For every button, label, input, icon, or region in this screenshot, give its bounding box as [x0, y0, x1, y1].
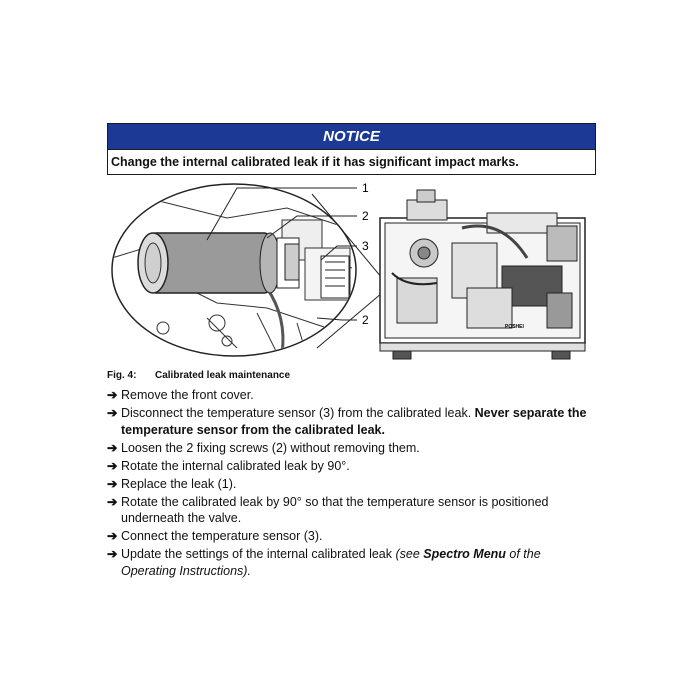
step-item: ➔ Update the settings of the internal ca…	[107, 546, 599, 579]
detail-view	[111, 183, 357, 357]
step-item: ➔ Rotate the calibrated leak by 90° so t…	[107, 494, 599, 527]
arrow-icon: ➔	[107, 494, 118, 509]
notice-title: NOTICE	[108, 124, 595, 150]
step-item: ➔ Remove the front cover.	[107, 387, 599, 404]
step-text: Disconnect the temperature sensor (3) fr…	[121, 406, 587, 437]
callout-2: 2	[362, 209, 369, 223]
step-item: ➔ Loosen the 2 fixing screws (2) without…	[107, 440, 599, 457]
zoom-line-bottom	[316, 292, 383, 349]
arrow-icon: ➔	[107, 476, 118, 491]
notice-message: Change the internal calibrated leak if i…	[111, 155, 519, 169]
callout-1: 1	[362, 181, 369, 195]
device-view	[379, 189, 586, 360]
instruction-steps: ➔ Remove the front cover. ➔ Disconnect t…	[107, 387, 599, 581]
step-text: Update the settings of the internal cali…	[121, 547, 541, 578]
step-text: Loosen the 2 fixing screws (2) without r…	[121, 440, 420, 455]
arrow-icon: ➔	[107, 529, 118, 543]
figure-number: Fig. 4:	[107, 370, 137, 381]
step-text: Rotate the calibrated leak by 90° so tha…	[121, 494, 549, 526]
callout-2b: 2	[362, 313, 369, 327]
arrow-icon: ➔	[107, 458, 118, 473]
step-item: ➔ Disconnect the temperature sensor (3) …	[107, 405, 599, 438]
step-text: Rotate the internal calibrated leak by 9…	[121, 458, 350, 473]
figure-title: Calibrated leak maintenance	[155, 370, 291, 381]
step-warning: Never separate the temperature sensor fr…	[121, 406, 587, 437]
zoom-line-top	[311, 193, 383, 279]
arrow-icon: ➔	[107, 547, 118, 561]
step-text: Remove the front cover.	[121, 388, 254, 402]
callout-3: 3	[362, 239, 369, 253]
figure-caption: Fig. 4: Calibrated leak maintenance	[107, 370, 290, 381]
step-item: ➔ Replace the leak (1).	[107, 476, 599, 493]
step-text: Connect the temperature sensor (3).	[121, 529, 323, 543]
calibrated-leak-figure: 1 2 3 2 POSHEI	[111, 181, 586, 360]
arrow-icon: ➔	[107, 440, 118, 455]
callout-lines	[206, 187, 357, 321]
spectro-menu-ref: Spectro Menu	[423, 547, 506, 561]
notice-box: NOTICE Change the internal calibrated le…	[107, 123, 596, 175]
step-item: ➔ Rotate the internal calibrated leak by…	[107, 458, 599, 475]
arrow-icon: ➔	[107, 388, 118, 402]
step-text: Replace the leak (1).	[121, 476, 237, 491]
step-item: ➔ Connect the temperature sensor (3).	[107, 528, 599, 545]
arrow-icon: ➔	[107, 406, 118, 420]
device-label: POSHEI	[505, 324, 525, 330]
